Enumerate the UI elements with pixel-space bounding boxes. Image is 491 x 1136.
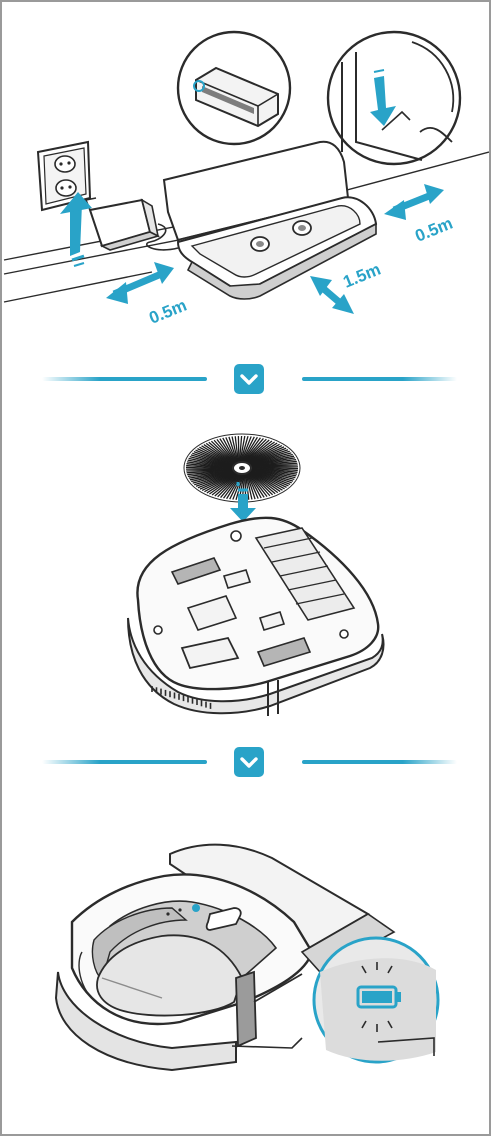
chevron-down-icon (234, 747, 264, 777)
distance-left-label: 0.5m (146, 296, 189, 328)
chevron-down-icon (234, 364, 264, 394)
side-brush-svg (2, 412, 489, 732)
divider-line-right (302, 377, 457, 381)
divider-line-left (42, 760, 207, 764)
robot-underside (128, 518, 384, 716)
base-placement-illustration: 0.5m 1.5m 0.5m (2, 2, 489, 342)
step-divider (2, 747, 489, 777)
distance-right-label: 0.5m (412, 214, 455, 246)
distance-front-label: 1.5m (340, 260, 383, 292)
divider-line-left (42, 377, 207, 381)
base-placement-svg: 0.5m 1.5m 0.5m (2, 2, 489, 342)
battery-indicator-detail (314, 938, 438, 1062)
divider-line-right (302, 760, 457, 764)
robot-charging-svg (2, 802, 489, 1092)
left-distance-arrow-icon (106, 262, 174, 304)
side-brush-illustration (2, 412, 489, 732)
connector-detail-icon (178, 32, 290, 144)
step-divider (2, 364, 489, 394)
cable-routing-detail-icon (328, 32, 460, 164)
robot-charging-illustration (2, 802, 489, 1092)
side-brush-icon (184, 434, 300, 502)
right-distance-arrow-icon (384, 184, 444, 220)
